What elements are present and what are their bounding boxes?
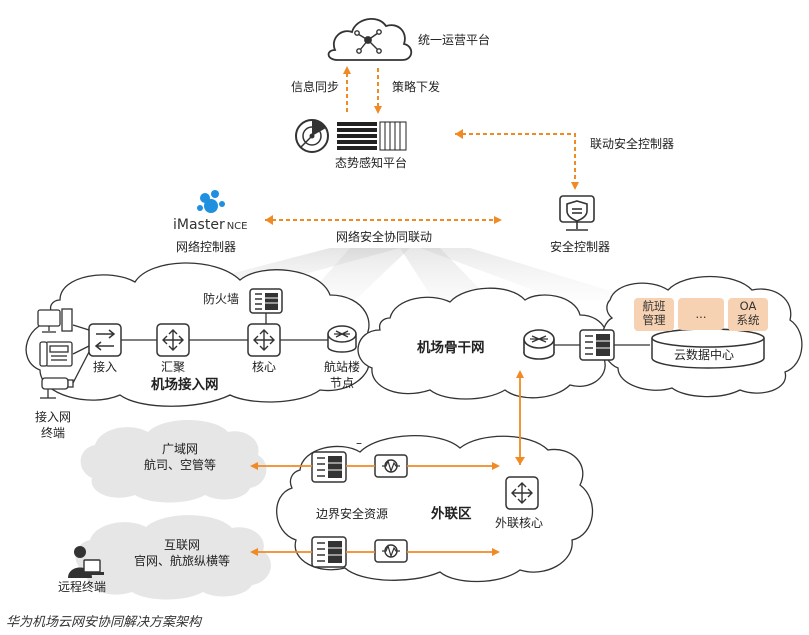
access-terminal-label: 接入网 终端	[28, 410, 78, 441]
dmz-ips-icon-2	[374, 539, 408, 563]
terminal-router-icon	[327, 325, 357, 353]
dmz-title: 外联区	[431, 506, 472, 522]
remote-terminal-icon	[68, 546, 104, 578]
backbone-title: 机场骨干网	[417, 340, 485, 356]
pc-icon	[37, 308, 73, 333]
internet-cloud	[75, 515, 271, 600]
app3-line2: 系统	[736, 313, 760, 328]
app-more: ...	[678, 298, 724, 330]
remote-terminal-label: 远程终端	[58, 580, 107, 594]
dmz-core-label: 外联核心	[495, 516, 544, 530]
access-terminal-line2: 终端	[40, 425, 65, 440]
app3-line1: OA	[739, 299, 757, 313]
app-oa: OA 系统	[728, 298, 768, 331]
dmz-dash: –	[356, 436, 362, 450]
hub-icon	[354, 29, 382, 54]
dmz-core-switch-icon	[505, 476, 539, 510]
datacenter-cylinder-icon	[651, 328, 765, 369]
dmz-ips-icon-1	[374, 454, 408, 478]
access-links	[72, 313, 328, 384]
wan-line2: 航司、空管等	[143, 457, 216, 472]
imaster-brand-suffix: NCE	[226, 221, 248, 232]
dmz-firewall-icon-1	[311, 451, 347, 483]
backbone-cloud	[357, 287, 608, 400]
access-net-title: 机场接入网	[151, 377, 219, 393]
core-switch-icon	[247, 323, 281, 357]
internet-label: 互联网 官网、航旅纵横等	[112, 538, 252, 569]
figure-caption: 华为机场云网安协同解决方案架构	[6, 615, 202, 630]
internet-line1: 互联网	[163, 538, 200, 552]
collab-label: 网络安全协同联动	[336, 230, 433, 244]
security-controller-label: 安全控制器	[550, 240, 611, 254]
imaster-logo-icon	[197, 190, 225, 213]
access-switch-icon	[88, 323, 122, 357]
platform-title: 统一运营平台	[418, 33, 491, 47]
wan-label: 广域网 航司、空管等	[120, 442, 240, 473]
app-flight-mgmt: 航班 管理	[634, 298, 674, 331]
access-network-cloud	[25, 262, 370, 407]
phone-icon	[39, 341, 73, 367]
access-label: 接入	[93, 360, 118, 374]
cloud-dc-title: 云数据中心	[674, 348, 735, 362]
dmz-cloud	[276, 435, 594, 583]
imaster-label: 网络控制器	[176, 240, 237, 254]
app1-line2: 管理	[642, 313, 666, 328]
dmz-resources-label: 边界安全资源	[316, 507, 389, 521]
firewall-label: 防火墙	[203, 292, 240, 306]
imaster-brand-name: iMaster	[173, 217, 225, 233]
access-terminal-line1: 接入网	[34, 410, 71, 424]
situation-label: 态势感知平台	[335, 156, 408, 170]
radar-icon	[295, 119, 329, 153]
backbone-router-icon	[523, 329, 555, 360]
datacenter-firewall-icon	[579, 329, 615, 361]
dmz-firewall-icon-2	[311, 536, 347, 568]
camera-icon	[40, 377, 74, 399]
aggregation-switch-icon	[156, 323, 190, 357]
aggregation-label: 汇聚	[161, 360, 186, 374]
wan-cloud	[80, 419, 267, 503]
terminal-node-label: 航站楼 节点	[314, 360, 370, 391]
linkage-label: 联动安全控制器	[590, 137, 675, 151]
policy-label: 策略下发	[392, 80, 441, 94]
server-bars-icon	[337, 121, 407, 151]
firewall-icon	[249, 288, 283, 314]
core-label: 核心	[252, 360, 277, 374]
sync-label: 信息同步	[291, 80, 340, 94]
linkage-arrow	[455, 133, 579, 190]
wan-line1: 广域网	[161, 442, 198, 456]
internet-line2: 官网、航旅纵横等	[133, 553, 230, 568]
security-monitor-icon	[559, 195, 595, 231]
dmz-arrows	[250, 462, 500, 556]
terminal-node-line1: 航站楼	[323, 360, 360, 374]
terminal-node-line2: 节点	[329, 375, 354, 390]
app1-line1: 航班	[642, 299, 666, 313]
